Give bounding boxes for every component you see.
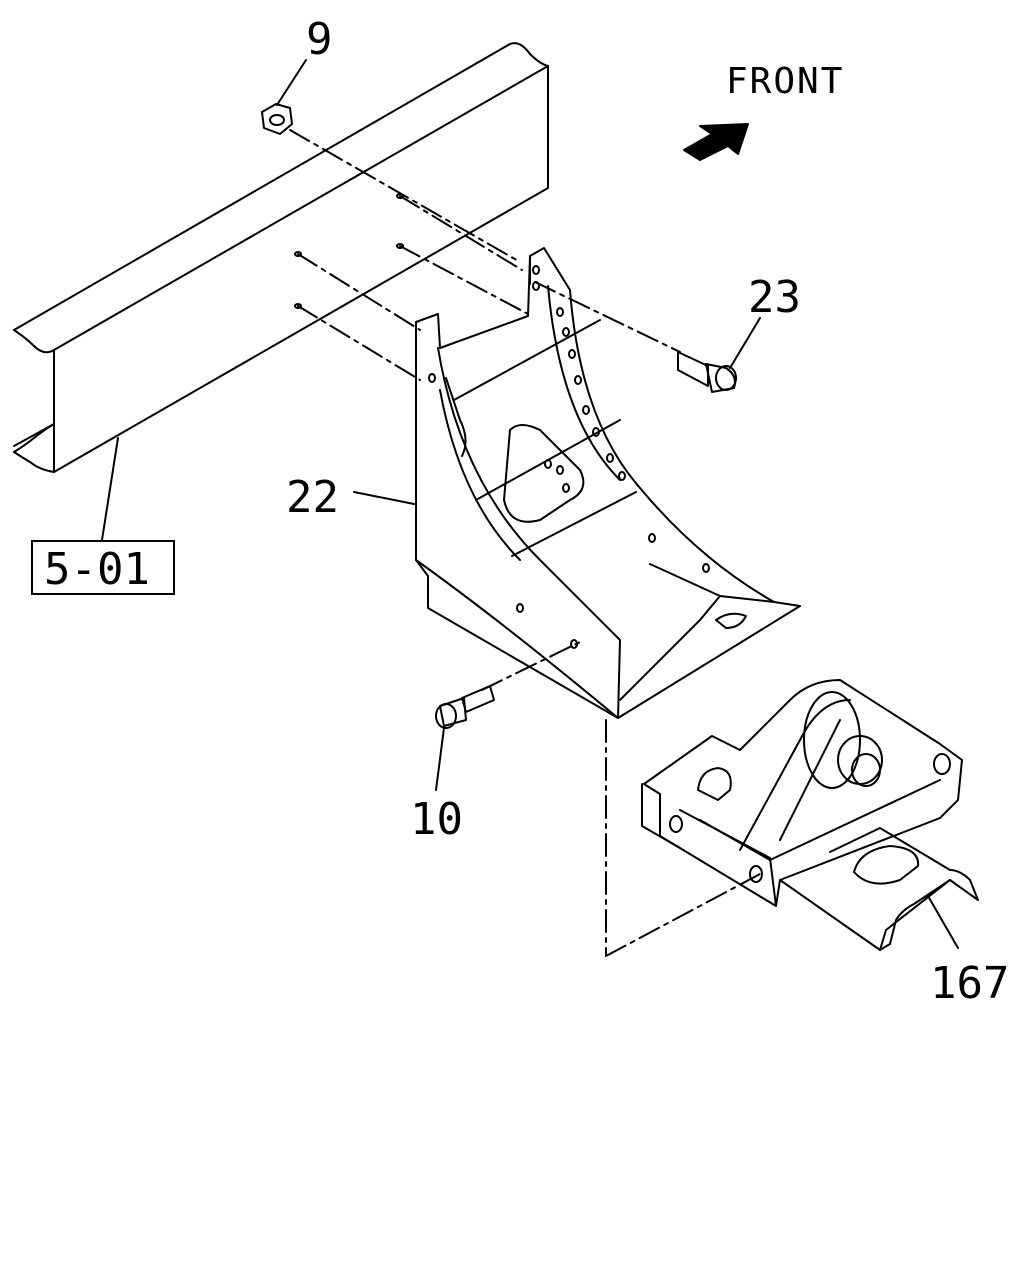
part-label-bolt-bottom: 10 [410, 794, 463, 845]
frame-rail [13, 42, 549, 473]
winch-167 [641, 679, 979, 951]
rail-holes [294, 193, 404, 309]
assembly-lines [289, 129, 761, 957]
bolt-10 [435, 685, 495, 791]
bracket-22 [353, 247, 801, 719]
nut-9 [261, 59, 307, 135]
bolt-23 [677, 317, 761, 393]
part-label-bracket: 22 [286, 472, 339, 523]
reference-label: 5-01 [44, 544, 150, 595]
reference-leader [101, 437, 119, 541]
part-label-nut: 9 [306, 14, 333, 65]
front-direction-label: FRONT [726, 61, 845, 102]
part-label-winch: 167 [930, 958, 1010, 1009]
front-arrow-icon [683, 123, 749, 161]
part-label-bolt-top: 23 [748, 272, 801, 323]
reference-box [31, 540, 175, 595]
